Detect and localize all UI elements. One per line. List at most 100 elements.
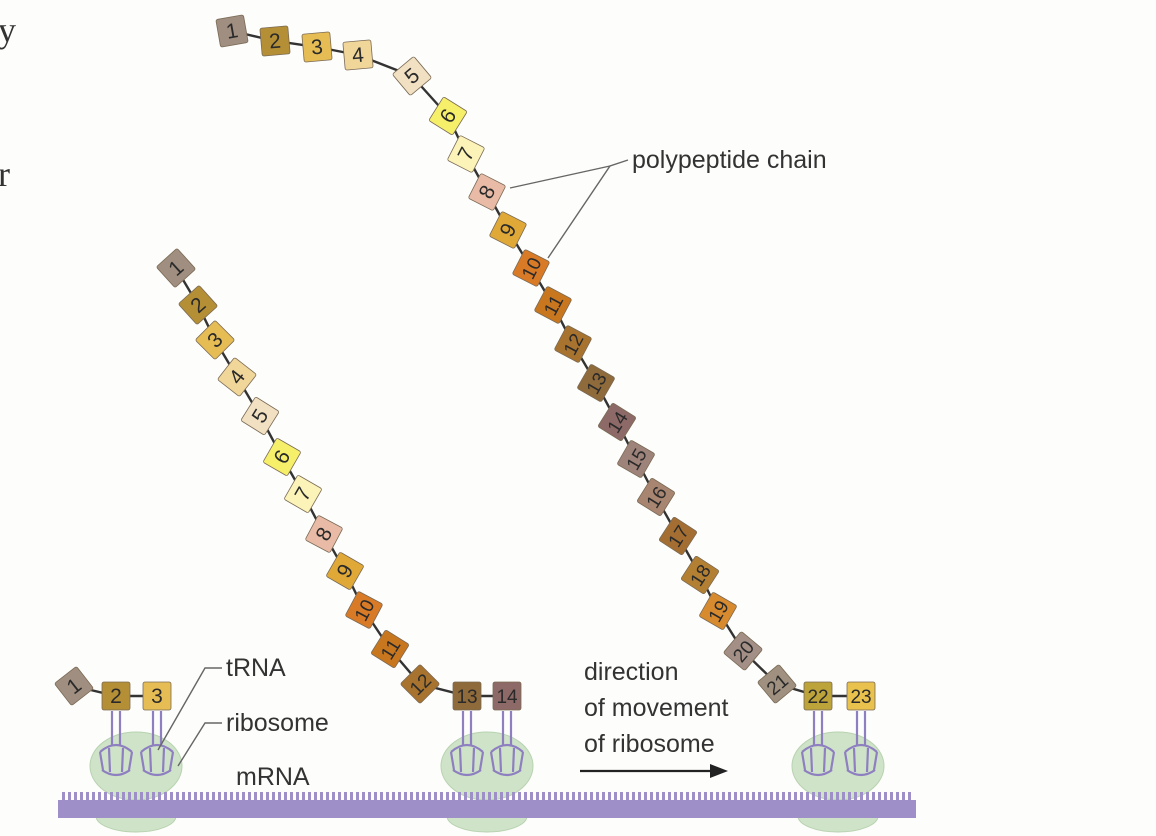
chain-right-amino-acid-9: 9 [489,211,527,249]
amino-acid-box [54,666,94,706]
amino-acid-box [241,397,279,435]
amino-acid-box [452,681,482,711]
trna-anticodon-loop [489,747,525,777]
chain-middle-amino-acid-10: 10 [345,591,383,629]
amino-acid-box [492,681,522,711]
peptide-bonds [73,29,861,698]
label-leader-lines [157,159,629,767]
trna-stem [110,711,122,745]
chain-right-amino-acid-17: 17 [659,517,697,555]
chain-right-amino-acid-13: 13 [577,364,615,402]
margin-fragment-y: y [0,10,16,50]
chain-middle-amino-acid-2: 2 [178,285,218,325]
amino-acid-box [101,681,131,711]
chain-right-amino-acid-22: 22 [803,681,833,711]
amino-acid-box [637,478,675,516]
amino-acid-box [371,630,409,668]
trna-stem [501,711,513,745]
ribosome-large-subunit [89,731,183,801]
ribosome-large-subunit [440,731,534,801]
label-polypeptide-chain: polypeptide chain [632,146,827,174]
amino-acid-number: 3 [310,36,324,60]
amino-acid-box [577,364,615,402]
chain-right-bonds [231,29,861,698]
amino-acid-box [554,325,592,363]
trna-arms [99,743,133,753]
trna-arms [801,743,835,753]
trna-6 [843,711,879,777]
amino-acid-box [142,681,172,711]
chain-middle-amino-acid-11: 11 [371,630,409,668]
chain-right-amino-acid-10: 10 [512,249,550,287]
amino-acid-box [699,592,737,630]
trna-anticodon-loop [449,747,485,777]
margin-fragment-r: r [0,154,10,194]
amino-acid-box [263,438,301,476]
leader-polypeptide-1 [509,165,611,189]
amino-acid-box [617,440,655,478]
amino-acid-number: 13 [456,687,477,708]
amino-acid-number: 1 [224,19,240,44]
trna-anticodon-loop [843,747,879,777]
label-trna: tRNA [226,654,286,682]
amino-acid-box [345,591,383,629]
amino-acid-box [342,39,374,71]
direction-arrow [580,764,728,778]
chain-right-amino-acid-18: 18 [681,556,719,594]
chain-middle-amino-acid-13: 13 [452,681,482,711]
amino-acid-number: 2 [110,685,122,708]
amino-acid-box [803,681,833,711]
amino-acid-box [598,403,636,441]
trna-stem [461,711,473,745]
leader-polypeptide-2 [547,159,629,259]
chain-right-amino-acid-7: 7 [447,135,485,173]
chain-middle-amino-acid-8: 8 [305,515,343,553]
amino-acid-number: 4 [351,44,365,68]
chain-right-amino-acid-5: 5 [392,56,432,96]
amino-acid-box [429,97,467,135]
trna-2 [139,711,175,777]
chain-right-amino-acid-6: 6 [429,97,467,135]
chain-middle-amino-acid-4: 4 [217,357,257,397]
trna-anticodon-loop [800,747,836,777]
trna-stem [855,711,867,745]
trna-3 [449,711,485,777]
chain-middle-amino-acid-5: 5 [241,397,279,435]
amino-acid-box [723,631,763,671]
amino-acid-box [305,515,343,553]
trna-5 [800,711,836,777]
amino-acid-box [217,357,257,397]
amino-acid-box [846,681,876,711]
chain-right-amino-acid-3: 3 [301,31,333,63]
label-direction-line3: of ribosome [584,730,715,758]
trna-arms [450,743,484,753]
ribosome-large-subunit [791,731,885,801]
chain-right-amino-acid-15: 15 [617,440,655,478]
amino-acid-number: 22 [807,687,828,708]
chain-middle-amino-acid-6: 6 [263,438,301,476]
ribosomes [89,731,885,833]
amino-acid-number: 2 [268,30,282,54]
chain-right-amino-acid-16: 16 [637,478,675,516]
amino-acid-number: 23 [850,687,871,708]
amino-acid-box [392,56,432,96]
chain-middle-amino-acid-3: 3 [195,320,235,360]
label-direction-line1: direction [584,658,679,686]
chain-middle-amino-acid-14: 14 [492,681,522,711]
amino-acid-box [534,286,572,324]
chain-middle-amino-acid-9: 9 [326,552,364,590]
amino-acid-number: 14 [496,687,518,708]
trna-arms [490,743,524,753]
label-ribosome: ribosome [226,709,329,737]
amino-acid-box [489,211,527,249]
chain-right-amino-acid-2: 2 [259,25,291,57]
amino-acid-box [178,285,218,325]
trna-arms [844,743,878,753]
trna-stem [812,711,824,745]
chain-right-amino-acid-14: 14 [598,403,636,441]
chain-middle-amino-acid-1: 1 [156,248,196,288]
amino-acid-box [681,556,719,594]
trna-anticodon-loop [98,747,134,777]
